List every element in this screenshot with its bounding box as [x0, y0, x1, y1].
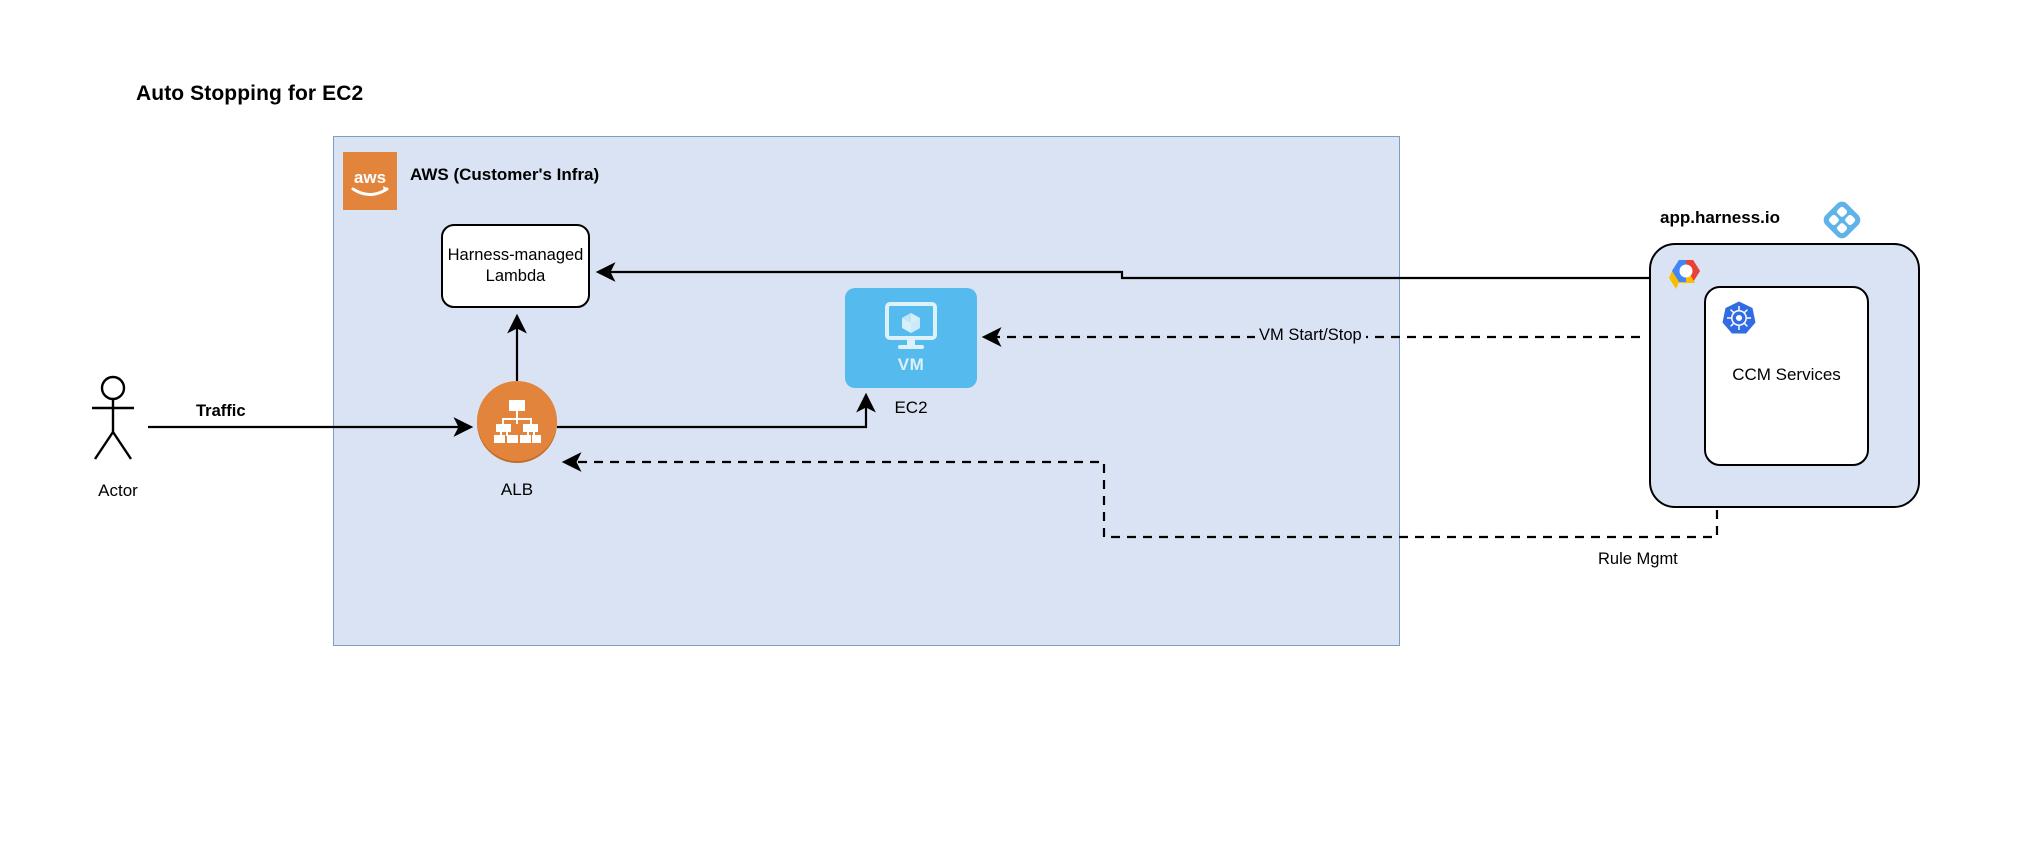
harness-title: app.harness.io [1660, 208, 1780, 227]
node-ec2-label: EC2 [894, 398, 928, 417]
node-actor-label: Actor [98, 481, 138, 500]
aws-logo-icon: aws [343, 152, 397, 210]
vm-monitor-cube-icon [885, 302, 937, 349]
edge-label-vm-start-stop: VM Start/Stop [1255, 326, 1366, 345]
svg-text:aws: aws [354, 168, 386, 187]
kubernetes-helm-icon [1721, 300, 1757, 336]
lambda-label-line2: Lambda [485, 267, 546, 285]
node-ec2-vm[interactable]: VM [845, 288, 977, 388]
page-title: Auto Stopping for EC2 [136, 82, 364, 105]
lambda-label-line1: Harness-managed [447, 245, 584, 264]
edge-label-rule-mgmt: Rule Mgmt [1594, 550, 1682, 569]
load-balancer-tree-icon [494, 400, 541, 443]
harness-diamond-icon [1820, 198, 1864, 242]
node-alb-label: ALB [500, 480, 534, 499]
node-alb[interactable] [477, 381, 557, 461]
aws-container-label: AWS (Customer's Infra) [410, 165, 600, 184]
edge-label-traffic: Traffic [196, 402, 246, 420]
node-ec2-inner-label: VM [897, 355, 925, 374]
node-harness-managed-lambda[interactable]: Harness-managed Lambda [441, 224, 590, 308]
ccm-services-label: CCM Services [1732, 365, 1841, 384]
stick-figure-actor-icon [88, 375, 148, 465]
gcp-hexagon-icon [1666, 258, 1706, 296]
